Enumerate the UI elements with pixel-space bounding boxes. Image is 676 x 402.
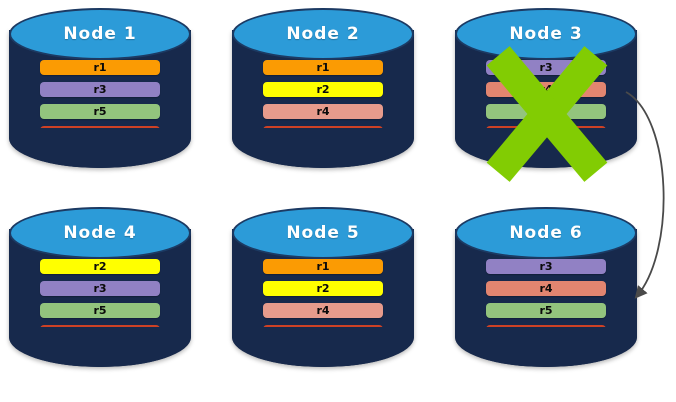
node-4-cylinder-base	[9, 327, 191, 367]
record-r4[interactable]: r4	[486, 281, 606, 296]
record-label: r3	[93, 83, 107, 96]
node-4-cylinder-top	[9, 207, 191, 259]
record-r2[interactable]: r2	[263, 281, 383, 296]
record-label: r4	[316, 304, 330, 317]
record-r3[interactable]: r3	[40, 281, 160, 296]
record-label: r2	[316, 83, 330, 96]
record-r3[interactable]: r3	[40, 82, 160, 97]
node-6[interactable]: r3r4r5r6Node 6	[455, 207, 637, 388]
record-r4[interactable]: r4	[263, 104, 383, 119]
node-3-cylinder-base	[455, 128, 637, 168]
record-label: r1	[316, 61, 330, 74]
record-label: r3	[93, 282, 107, 295]
record-r1[interactable]: r1	[40, 60, 160, 75]
record-label: r5	[539, 304, 553, 317]
node-2-cylinder-base	[232, 128, 414, 168]
record-r5[interactable]: r5	[40, 104, 160, 119]
record-r1[interactable]: r1	[263, 60, 383, 75]
record-r2[interactable]: r2	[40, 259, 160, 274]
node-1-cylinder-top	[9, 8, 191, 60]
node-1-cylinder-base	[9, 128, 191, 168]
record-label: r3	[539, 61, 553, 74]
record-r1[interactable]: r1	[263, 259, 383, 274]
node-3[interactable]: r3r4r5r6Node 3	[455, 8, 637, 189]
record-label: r2	[316, 282, 330, 295]
record-r2[interactable]: r2	[263, 82, 383, 97]
record-label: r1	[93, 61, 107, 74]
record-r3[interactable]: r3	[486, 60, 606, 75]
node-6-cylinder-top	[455, 207, 637, 259]
record-label: r5	[539, 105, 553, 118]
node-2-cylinder-top	[232, 8, 414, 60]
node-3-cylinder-top	[455, 8, 637, 60]
node-6-cylinder-base	[455, 327, 637, 367]
record-label: r3	[539, 260, 553, 273]
node-5-cylinder-base	[232, 327, 414, 367]
node-4[interactable]: r2r3r5r6Node 4	[9, 207, 191, 388]
node-5[interactable]: r1r2r4r6Node 5	[232, 207, 414, 388]
record-label: r1	[316, 260, 330, 273]
record-label: r5	[93, 304, 107, 317]
record-r3[interactable]: r3	[486, 259, 606, 274]
record-label: r5	[93, 105, 107, 118]
record-r5[interactable]: r5	[40, 303, 160, 318]
record-r4[interactable]: r4	[486, 82, 606, 97]
node-2[interactable]: r1r2r4r6Node 2	[232, 8, 414, 189]
record-label: r4	[539, 282, 553, 295]
record-label: r4	[539, 83, 553, 96]
record-r4[interactable]: r4	[263, 303, 383, 318]
record-r5[interactable]: r5	[486, 303, 606, 318]
node-1[interactable]: r1r3r5r6Node 1	[9, 8, 191, 189]
record-r5[interactable]: r5	[486, 104, 606, 119]
node-5-cylinder-top	[232, 207, 414, 259]
record-label: r4	[316, 105, 330, 118]
record-label: r2	[93, 260, 107, 273]
